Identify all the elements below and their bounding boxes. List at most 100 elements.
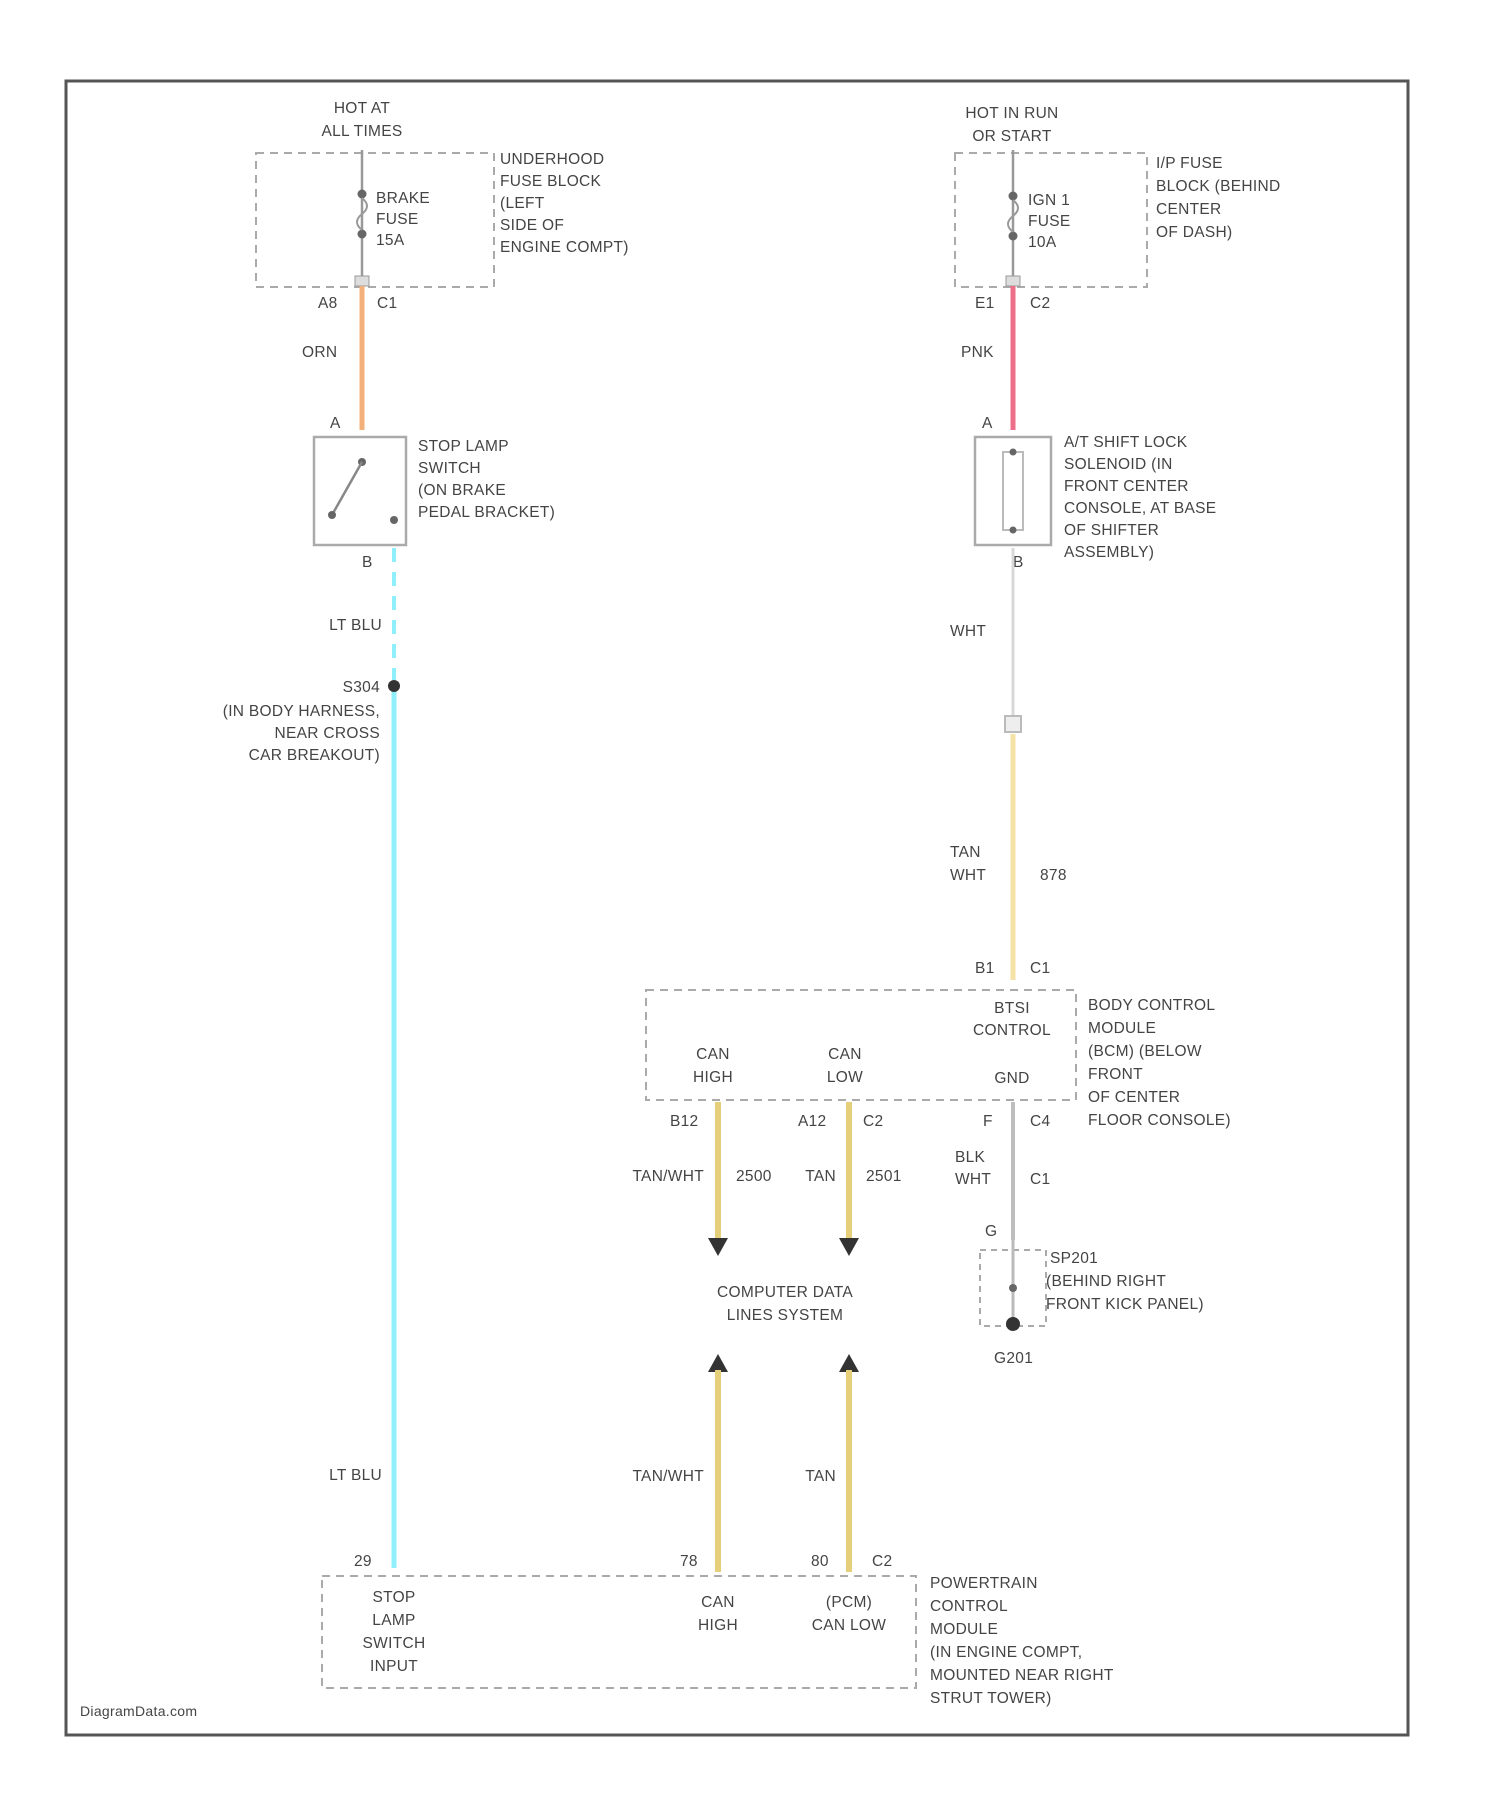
pcm-can-high-label-1: CAN: [701, 1594, 735, 1611]
pcm-stop-label-2: LAMP: [372, 1612, 415, 1629]
shift-lock-pin-b: B: [1013, 554, 1024, 571]
pcm-label-4: (IN ENGINE COMPT,: [930, 1644, 1082, 1661]
ground-splice-id: SP201: [1050, 1250, 1098, 1267]
pcm-label-3: MODULE: [930, 1621, 998, 1638]
bcm-label-2: MODULE: [1088, 1020, 1156, 1037]
wire-tan-wht-circuit: 878: [1040, 867, 1067, 884]
pcm-pin-low: 80: [811, 1553, 829, 1570]
left-fuse-connector: C1: [377, 295, 397, 312]
stop-lamp-switch-label-4: PEDAL BRACKET): [418, 504, 555, 521]
wire-orn-label: ORN: [302, 344, 337, 361]
inline-connector: [1005, 716, 1021, 732]
bcm-connector-can: C2: [863, 1113, 883, 1130]
bcm-can-low-label-1: CAN: [828, 1046, 862, 1063]
right-power-label-2: OR START: [972, 128, 1052, 145]
pcm-connector: C2: [872, 1553, 892, 1570]
bcm-connector-gnd: C4: [1030, 1113, 1050, 1130]
shift-lock-label-3: FRONT CENTER: [1064, 478, 1189, 495]
bcm-can-low-label-2: LOW: [827, 1069, 863, 1086]
wire-tan-wht-label-2: WHT: [950, 867, 986, 884]
right-fuse-word: FUSE: [1028, 213, 1071, 230]
stop-lamp-switch-pin-b: B: [362, 554, 373, 571]
stop-lamp-switch-label-1: STOP LAMP: [418, 438, 509, 455]
right-fuse-location-2: BLOCK (BEHIND: [1156, 178, 1280, 195]
shift-lock-coil: [1003, 452, 1023, 530]
wire-ground-label-1: BLK: [955, 1149, 986, 1166]
stop-lamp-switch-contact-out: [390, 516, 398, 524]
shift-lock-pin-a: A: [982, 415, 993, 432]
splice-s304-label-1: (IN BODY HARNESS,: [223, 703, 380, 720]
bcm-can-high-label-2: HIGH: [693, 1069, 733, 1086]
wire-bcm-low-circuit: 2501: [866, 1168, 902, 1185]
wire-lt-blu-label-top: LT BLU: [329, 617, 382, 634]
bcm-label-6: FLOOR CONSOLE): [1088, 1112, 1231, 1129]
right-fuse-terminal-top: [1009, 192, 1018, 201]
shift-lock-label-5: OF SHIFTER: [1064, 522, 1159, 539]
wire-pcm-low-label: TAN: [805, 1468, 836, 1485]
left-fuse-location-3: (LEFT: [500, 195, 545, 212]
left-fuse-location-1: UNDERHOOD: [500, 151, 604, 168]
bcm-btsi-label-2: CONTROL: [973, 1022, 1051, 1039]
stop-lamp-switch-blade: [332, 462, 362, 515]
wire-bcm-low-label: TAN: [805, 1168, 836, 1185]
pcm-can-low-label-1: (PCM): [826, 1594, 872, 1611]
shift-lock-label-6: ASSEMBLY): [1064, 544, 1154, 561]
shift-lock-solenoid: A B A/T SHIFT LOCK SOLENOID (IN FRONT CE…: [975, 415, 1216, 571]
diagram-frame: [66, 81, 1408, 1735]
right-fuse-location-1: I/P FUSE: [1156, 155, 1223, 172]
pcm-label-5: MOUNTED NEAR RIGHT: [930, 1667, 1114, 1684]
left-fuse-pin-marker: [355, 276, 369, 286]
data-lines-label-1: COMPUTER DATA: [717, 1284, 853, 1301]
data-lines-label-2: LINES SYSTEM: [727, 1307, 843, 1324]
pcm-stop-label-3: SWITCH: [363, 1635, 426, 1652]
stop-lamp-switch-pin-a: A: [330, 415, 341, 432]
powertrain-control-module: 29 78 80 C2 STOP LAMP SWITCH INPUT CAN H…: [322, 1553, 1114, 1707]
splice-s304-label-2: NEAR CROSS: [275, 725, 381, 742]
left-fuse-location-4: SIDE OF: [500, 217, 564, 234]
pcm-pin-high: 78: [680, 1553, 698, 1570]
shift-lock-label-1: A/T SHIFT LOCK: [1064, 434, 1188, 451]
splice-s304-label-3: CAR BREAKOUT): [249, 747, 380, 764]
pcm-stop-label-4: INPUT: [370, 1658, 418, 1675]
left-fuse-terminal-top: [358, 190, 367, 199]
shift-lock-label-2: SOLENOID (IN: [1064, 456, 1173, 473]
left-fuse-group: HOT AT ALL TIMES BRAKE FUSE 15A UNDERHOO…: [256, 100, 629, 312]
left-fuse-location-2: FUSE BLOCK: [500, 173, 602, 190]
bcm-pin-high: B12: [670, 1113, 698, 1130]
wire-ground-label-2: WHT: [955, 1171, 991, 1188]
arrow-pcm-can-low: [839, 1354, 859, 1372]
left-fuse-name: BRAKE: [376, 190, 430, 207]
left-fuse-block-outline: [256, 153, 494, 287]
pcm-label-6: STRUT TOWER): [930, 1690, 1052, 1707]
stop-lamp-switch-box: [314, 437, 406, 545]
ground-pin: G: [985, 1223, 997, 1240]
shift-lock-terminal-bottom: [1010, 527, 1017, 534]
wire-tan-wht-label-1: TAN: [950, 844, 981, 861]
stop-lamp-switch: A B STOP LAMP SWITCH (ON BRAKE PEDAL BRA…: [314, 415, 555, 571]
wire-pcm-high-label: TAN/WHT: [632, 1468, 704, 1485]
splice-s304-dot: [388, 680, 400, 692]
left-fuse-location-5: ENGINE COMPT): [500, 239, 629, 256]
pcm-pin-stop: 29: [354, 1553, 372, 1570]
right-fuse-connector: C2: [1030, 295, 1050, 312]
left-fuse-rating: 15A: [376, 232, 405, 249]
bcm-label-4: FRONT: [1088, 1066, 1143, 1083]
pcm-label-1: POWERTRAIN: [930, 1575, 1038, 1592]
right-fuse-name: IGN 1: [1028, 192, 1070, 209]
left-fuse-terminal-bottom: [358, 230, 367, 239]
bcm-gnd-label: GND: [994, 1070, 1029, 1087]
arrow-pcm-can-high: [708, 1354, 728, 1372]
right-fuse-group: HOT IN RUN OR START IGN 1 FUSE 10A I/P F…: [955, 105, 1280, 312]
pcm-can-high-label-2: HIGH: [698, 1617, 738, 1634]
shift-lock-terminal-top: [1010, 449, 1017, 456]
right-fuse-location-4: OF DASH): [1156, 224, 1232, 241]
pcm-label-2: CONTROL: [930, 1598, 1008, 1615]
bcm-label-3: (BCM) (BELOW: [1088, 1043, 1202, 1060]
stop-lamp-switch-contact-bottom: [328, 511, 336, 519]
pcm-can-low-label-2: CAN LOW: [812, 1617, 887, 1634]
pcm-stop-label-1: STOP: [372, 1589, 415, 1606]
right-fuse-terminal-bottom: [1009, 232, 1018, 241]
wire-bcm-high-label: TAN/WHT: [632, 1168, 704, 1185]
stop-lamp-switch-label-2: SWITCH: [418, 460, 481, 477]
